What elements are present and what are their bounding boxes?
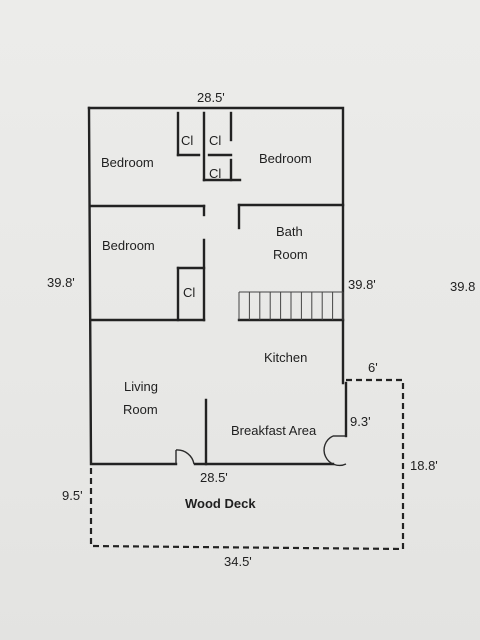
dimension-deck-right: 18.8' [410, 458, 438, 473]
staircase [238, 291, 344, 320]
dimension-left-height: 39.8' [47, 275, 75, 290]
closet-label-c: Cl [209, 166, 221, 181]
wood-deck-outline [89, 378, 405, 551]
closet-label-a: Cl [181, 133, 193, 148]
dimension-far-right-height: 39.8 [450, 279, 475, 294]
dimension-inner-right-height: 39.8' [348, 277, 376, 292]
living-room-label-line2: Room [123, 402, 158, 417]
bath-room-label-line2: Room [273, 247, 308, 262]
dimension-deck-left: 9.5' [62, 488, 83, 503]
kitchen-label: Kitchen [264, 350, 307, 365]
doors [175, 435, 347, 467]
wood-deck-label: Wood Deck [185, 496, 256, 511]
bedroom-label-2: Bedroom [259, 151, 312, 166]
dimension-bottom-width: 28.5' [200, 470, 228, 485]
bedroom-label-1: Bedroom [101, 155, 154, 170]
living-room-label-line1: Living [124, 379, 158, 394]
front-door-swing [175, 449, 195, 465]
dimension-top-width: 28.5' [197, 90, 225, 105]
dimension-bump-width: 6' [368, 360, 378, 375]
side-door-swing [323, 435, 347, 467]
closet-label-b: Cl [209, 133, 221, 148]
bath-room-label-line1: Bath [276, 224, 303, 239]
dimension-bump-height: 9.3' [350, 414, 371, 429]
dimension-deck-bottom: 34.5' [224, 554, 252, 569]
breakfast-area-label: Breakfast Area [231, 423, 317, 438]
deck-dashed-border [89, 378, 405, 551]
bedroom-label-3: Bedroom [102, 238, 155, 253]
exterior-wall-top-right [87, 106, 345, 385]
closet-label-d: Cl [183, 285, 195, 300]
